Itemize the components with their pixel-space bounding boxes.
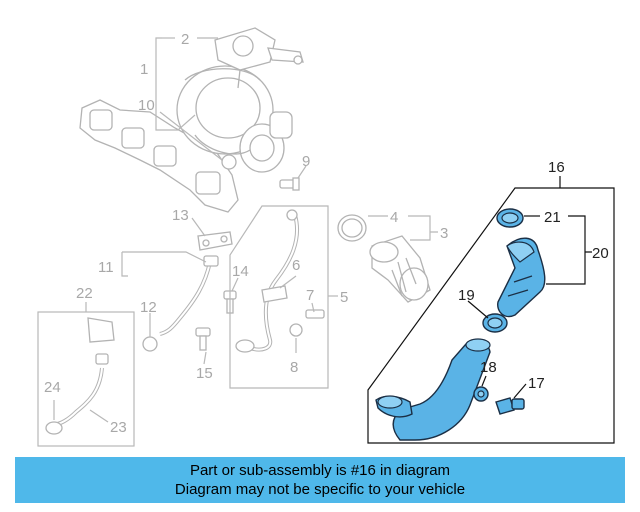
diagram-caption-banner: Part or sub-assembly is #16 in diagram D…: [15, 457, 625, 503]
callout-21: 21: [544, 209, 561, 226]
callout-6: 6: [292, 257, 300, 274]
intake-elbow-group: [337, 214, 431, 303]
callout-10: 10: [138, 97, 155, 114]
callout-2: 2: [181, 31, 189, 48]
callout-9: 9: [302, 153, 310, 170]
callout-17: 17: [528, 375, 545, 392]
callout-12: 12: [140, 299, 157, 316]
caption-line-2: Diagram may not be specific to your vehi…: [174, 481, 466, 498]
callout-24: 24: [44, 379, 61, 396]
callout-3: 3: [440, 225, 448, 242]
callout-19: 19: [458, 287, 475, 304]
callout-22: 22: [76, 285, 93, 302]
callouts: 1 2 10 9 13 11 14 12 15 6 7 5 8 4 3 22 2…: [44, 31, 609, 436]
leader-lines: [53, 37, 592, 423]
callout-8: 8: [290, 359, 298, 376]
turbocharger-assembly: [79, 27, 304, 213]
callout-18: 18: [480, 359, 497, 376]
callout-11: 11: [98, 259, 114, 276]
caption-line-1: Part or sub-assembly is #16 in diagram: [189, 462, 451, 479]
intake-pipe-assembly: [375, 208, 546, 441]
callout-13: 13: [172, 207, 189, 224]
callout-16: 16: [548, 159, 565, 176]
callout-14: 14: [232, 263, 249, 280]
callout-4: 4: [390, 209, 398, 226]
group-16-frame: [367, 187, 615, 444]
callout-20: 20: [592, 245, 609, 262]
parts-diagram: 1 2 10 9 13 11 14 12 15 6 7 5 8 4 3 22 2…: [37, 27, 615, 447]
callout-7: 7: [306, 287, 314, 304]
oil-return-line-group: [229, 205, 329, 389]
callout-15: 15: [196, 365, 213, 382]
callout-5: 5: [340, 289, 348, 306]
callout-23: 23: [110, 419, 127, 436]
callout-1: 1: [140, 61, 148, 78]
